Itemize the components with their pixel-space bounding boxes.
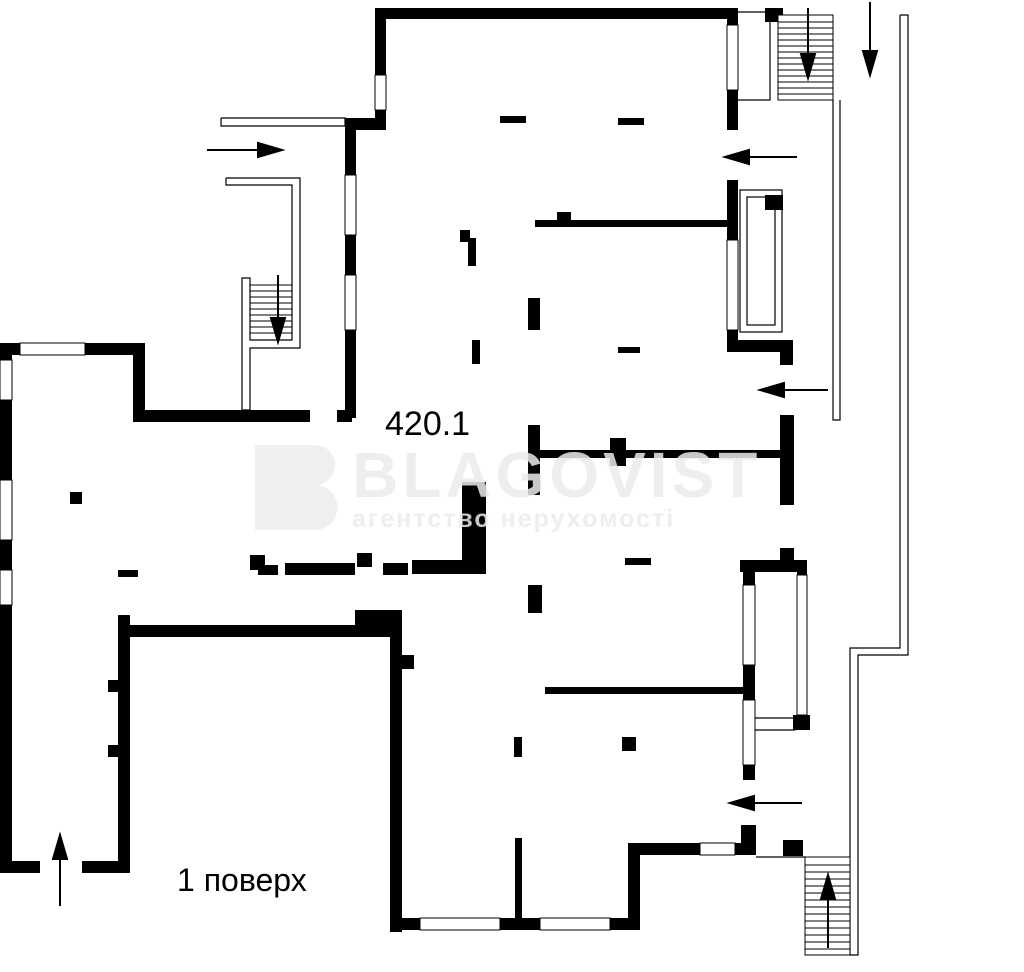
arrow-right-icon xyxy=(207,141,286,159)
watermark-brand: BLAGOVIST xyxy=(352,439,762,511)
watermark-logo-icon xyxy=(255,445,338,530)
arrow-down-icon xyxy=(269,275,287,346)
outer-lines xyxy=(220,11,909,956)
arrow-up-icon xyxy=(51,831,69,906)
arrow-up-icon xyxy=(819,871,837,948)
arrow-down-icon xyxy=(799,8,817,82)
floor-label: 1 поверх xyxy=(177,862,307,898)
arrow-left-icon xyxy=(721,148,797,166)
arrow-left-icon xyxy=(726,794,802,812)
area-label: 420.1 xyxy=(385,405,471,443)
arrows xyxy=(51,2,879,948)
watermark-tagline: агентство нерухомості xyxy=(352,505,676,533)
arrow-left-icon xyxy=(756,381,828,399)
windows xyxy=(0,24,808,931)
arrow-down-icon xyxy=(861,2,879,79)
